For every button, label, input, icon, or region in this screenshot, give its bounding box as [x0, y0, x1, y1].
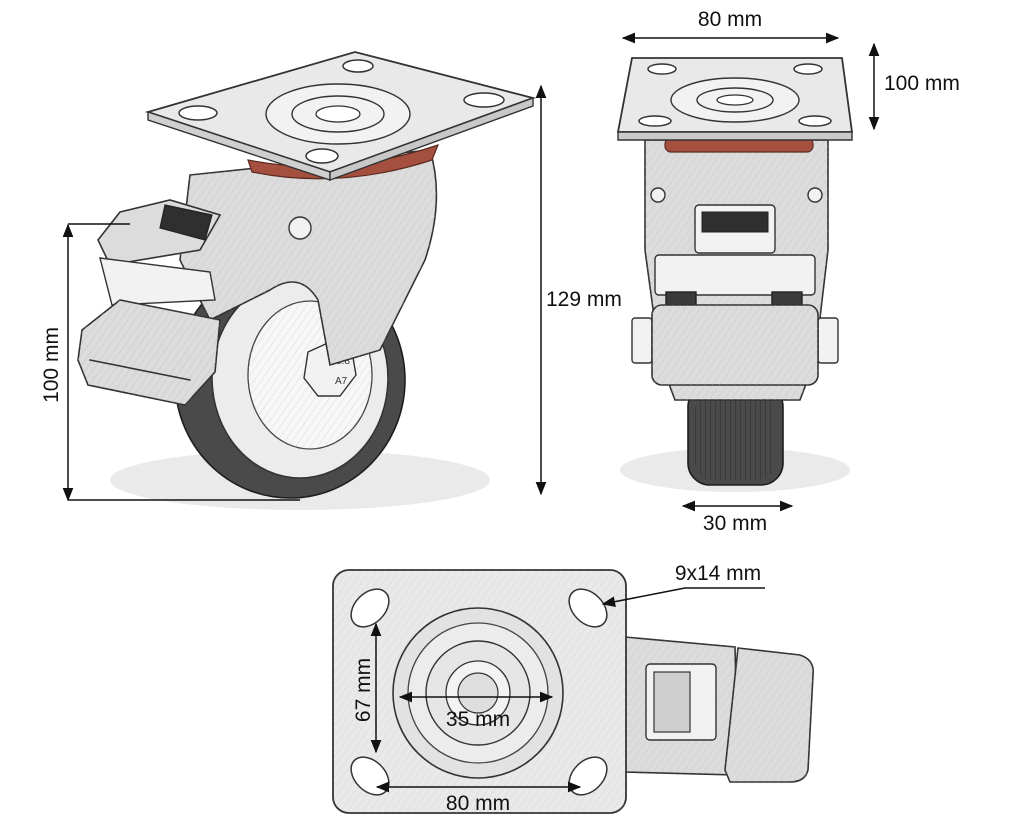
front-view-caster [616, 57, 854, 492]
front-fork-rivet-right [807, 187, 823, 203]
front-plate-hole-bl [638, 115, 672, 127]
top-view-kingpin [457, 672, 499, 714]
dimension-lines: 100 mm 129 mm 80 mm 100 mm 30 mm 9x14 mm… [40, 8, 960, 815]
dim-hole-size: 9x14 mm [675, 562, 761, 585]
front-plate-hole-tl [647, 63, 677, 75]
dim-front-plate-width: 80 mm [698, 8, 762, 31]
dim-front-plate-depth: 100 mm [884, 72, 960, 95]
front-axle-nut-left [631, 317, 653, 364]
side-view-caster: 8.8 A7 [77, 51, 537, 510]
front-plate-hole-tr [793, 63, 823, 75]
side-view-brake [77, 199, 222, 406]
dim-hole-spacing-vertical: 67 mm [352, 658, 375, 722]
brake-bracket [99, 257, 216, 306]
dim-line-hole-size-leader [601, 587, 686, 607]
front-axle-nut-right [817, 317, 839, 364]
bolt-grade-bottom: A7 [335, 376, 348, 387]
front-plate-hole-br [798, 115, 832, 127]
plate-hole-tl [350, 588, 390, 628]
plate-hole-tr [568, 588, 608, 628]
fork-rivet [288, 216, 312, 240]
top-view-plate [332, 569, 815, 814]
side-plate-hole-front [305, 148, 339, 164]
side-plate-hole-left [178, 105, 218, 121]
dim-total-height: 129 mm [546, 288, 622, 311]
dim-side-wheel-height: 100 mm [40, 327, 63, 403]
dim-wheel-width: 30 mm [703, 512, 767, 535]
front-brake-bracket [654, 254, 816, 296]
dim-hole-spacing-horizontal: 80 mm [446, 792, 510, 815]
side-plate-hole-right [463, 92, 505, 108]
front-fork-rivet-left [650, 187, 666, 203]
dim-bearing-diameter: 35 mm [446, 708, 510, 731]
front-brake-clip-right [771, 291, 803, 307]
front-brake-clip-left [665, 291, 697, 307]
side-plate-hole-back [342, 59, 374, 73]
